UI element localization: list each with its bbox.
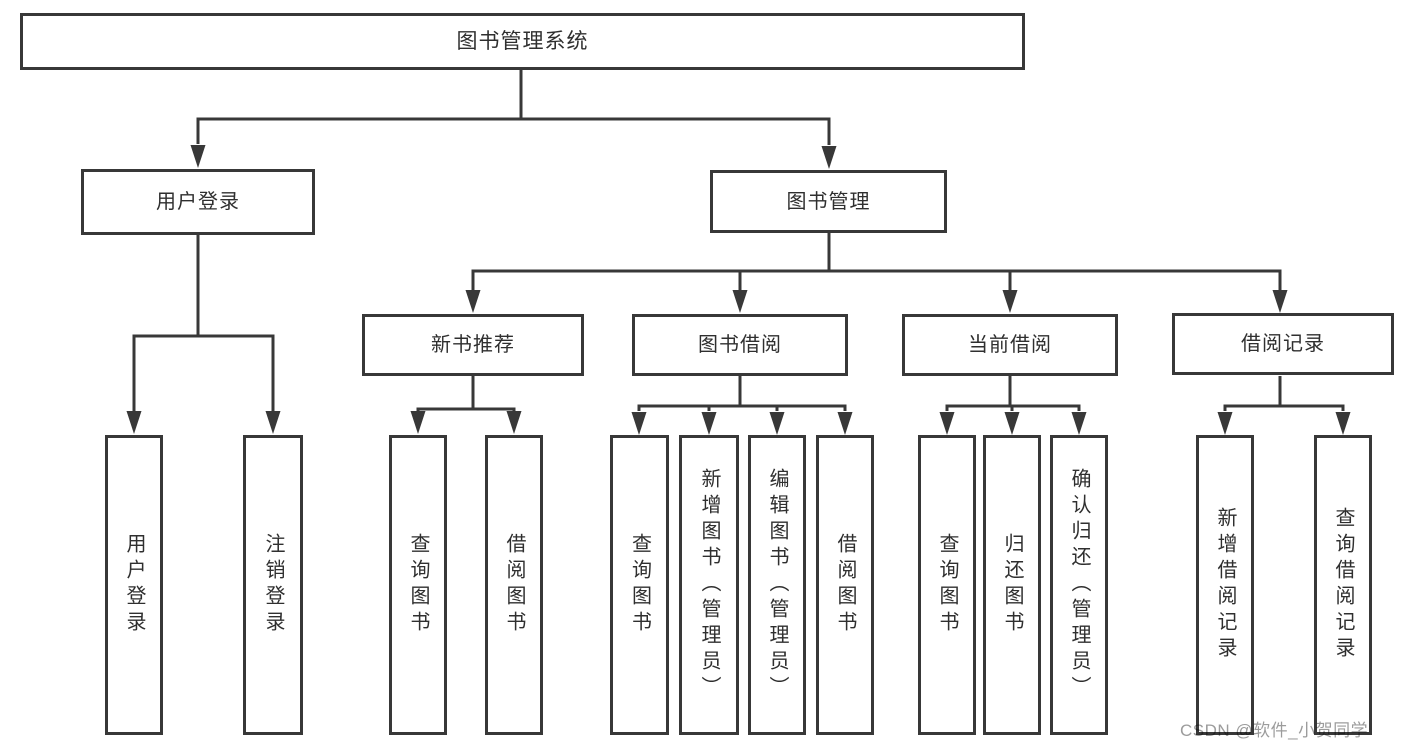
connector-user-login	[126, 235, 281, 434]
leaf-add-books-admin: 新增图书（管理员）	[679, 435, 739, 735]
node-label: 借阅图书	[503, 533, 525, 637]
node-label: 确认归还（管理员）	[1068, 468, 1090, 702]
node-label: 当前借阅	[968, 334, 1052, 356]
node-borrow-records: 借阅记录	[1172, 313, 1394, 375]
csdn-watermark: CSDN @软件_小贺同学	[1180, 721, 1369, 740]
node-label: 查询图书	[936, 533, 958, 637]
node-label: 图书管理系统	[456, 29, 589, 53]
leaf-return-books: 归还图书	[983, 435, 1041, 735]
leaf-query-books-borrow: 查询图书	[610, 435, 669, 735]
node-label: 编辑图书（管理员）	[766, 468, 788, 702]
node-label: 归还图书	[1001, 533, 1023, 637]
node-label: 图书管理	[786, 190, 871, 213]
node-user-login: 用户登录	[81, 169, 315, 235]
leaf-user-login: 用户登录	[105, 435, 163, 735]
node-library-management-system: 图书管理系统	[20, 13, 1025, 70]
connector-new-book-recommend	[410, 376, 522, 434]
leaf-edit-books-admin: 编辑图书（管理员）	[748, 435, 806, 735]
leaf-add-borrow-record: 新增借阅记录	[1196, 435, 1254, 735]
node-label: 查询图书	[407, 533, 429, 637]
node-label: 新书推荐	[431, 334, 515, 356]
node-book-borrow: 图书借阅	[632, 314, 848, 376]
connector-root	[190, 70, 837, 169]
node-label: 用户登录	[123, 533, 145, 637]
node-label: 查询借阅记录	[1332, 507, 1354, 663]
leaf-logout: 注销登录	[243, 435, 303, 735]
leaf-query-books-recommend: 查询图书	[389, 435, 447, 735]
connector-book-management	[465, 233, 1288, 313]
leaf-borrow-books: 借阅图书	[816, 435, 874, 735]
node-label: 图书借阅	[698, 334, 782, 356]
connector-book-borrow	[631, 376, 853, 435]
leaf-query-borrow-record: 查询借阅记录	[1314, 435, 1372, 735]
node-label: 新增借阅记录	[1214, 507, 1236, 663]
leaf-borrow-books-recommend: 借阅图书	[485, 435, 543, 735]
node-label: 查询图书	[628, 533, 651, 637]
leaf-query-books-current: 查询图书	[918, 435, 976, 735]
leaf-confirm-return-admin: 确认归还（管理员）	[1050, 435, 1108, 735]
node-current-borrow: 当前借阅	[902, 314, 1118, 376]
node-book-management: 图书管理	[710, 170, 947, 233]
connector-borrow-records	[1217, 376, 1351, 435]
node-label: 新增图书（管理员）	[698, 468, 720, 702]
node-new-book-recommend: 新书推荐	[362, 314, 584, 376]
node-label: 借阅图书	[834, 533, 856, 637]
node-label: 注销登录	[262, 533, 284, 637]
node-label: 用户登录	[156, 191, 240, 213]
connector-current-borrow	[939, 376, 1087, 435]
node-label: 借阅记录	[1241, 333, 1325, 355]
